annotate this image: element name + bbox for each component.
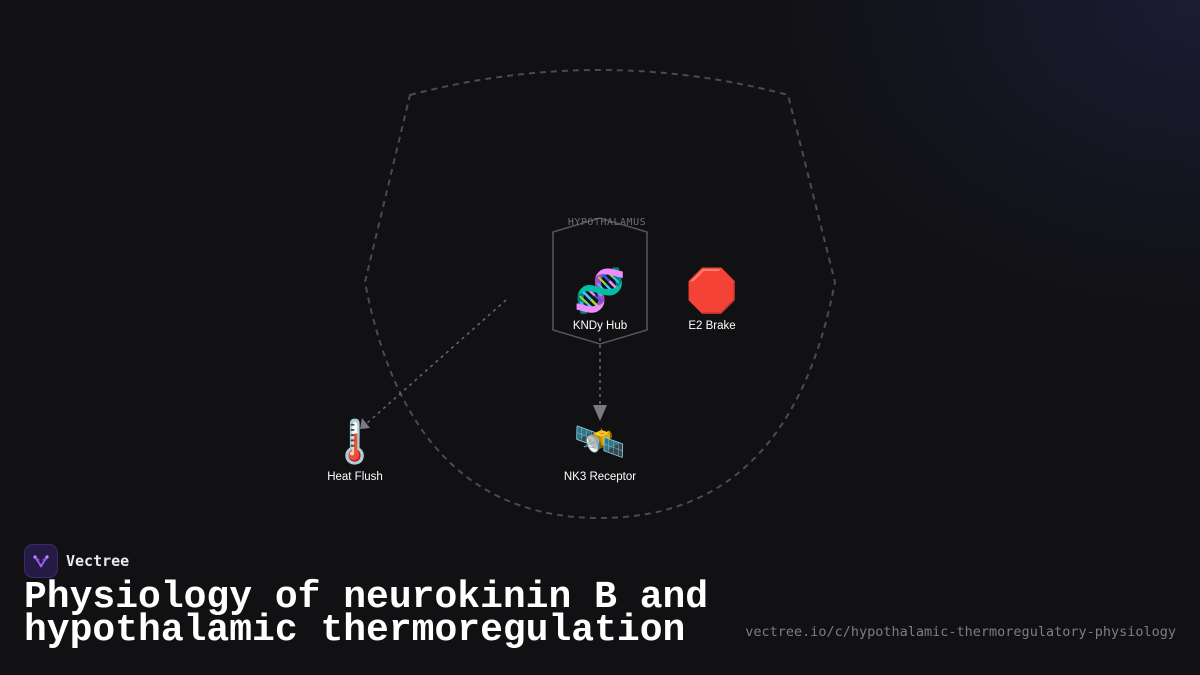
node-label: E2 Brake <box>688 320 736 332</box>
node-e2-brake[interactable]: 🛑 E2 Brake <box>652 266 772 332</box>
stop-sign-icon: 🛑 <box>685 266 739 315</box>
satellite-icon: 🛰️ <box>573 417 627 466</box>
thermometer-icon: 🌡️ <box>328 417 382 466</box>
hypothalamus-group-outline <box>552 217 648 345</box>
brand[interactable]: Vectree <box>24 544 129 578</box>
hypothalamus-group-label: HYPOTHALAMUS <box>567 217 647 228</box>
edge-arrowhead-nk3 <box>593 405 607 421</box>
page-title: Physiology of neurokinin B and hypothala… <box>24 576 709 652</box>
edge-kndy-to-heat-flush <box>365 299 507 425</box>
vectree-logo-icon <box>24 544 58 578</box>
page-url[interactable]: vectree.io/c/hypothalamic-thermoregulato… <box>745 624 1176 640</box>
node-label: Heat Flush <box>327 471 383 483</box>
brand-name: Vectree <box>66 552 130 570</box>
node-nk3-receptor[interactable]: 🛰️ NK3 Receptor <box>540 417 660 483</box>
node-kndy-hub[interactable]: 🧬 KNDy Hub <box>540 266 660 332</box>
edge-arrowhead-heat-flush <box>360 418 370 429</box>
brain-outline <box>363 69 837 520</box>
node-label: KNDy Hub <box>572 320 628 332</box>
dna-icon: 🧬 <box>573 266 627 315</box>
node-heat-flush[interactable]: 🌡️ Heat Flush <box>295 417 415 483</box>
node-label: NK3 Receptor <box>563 471 637 483</box>
